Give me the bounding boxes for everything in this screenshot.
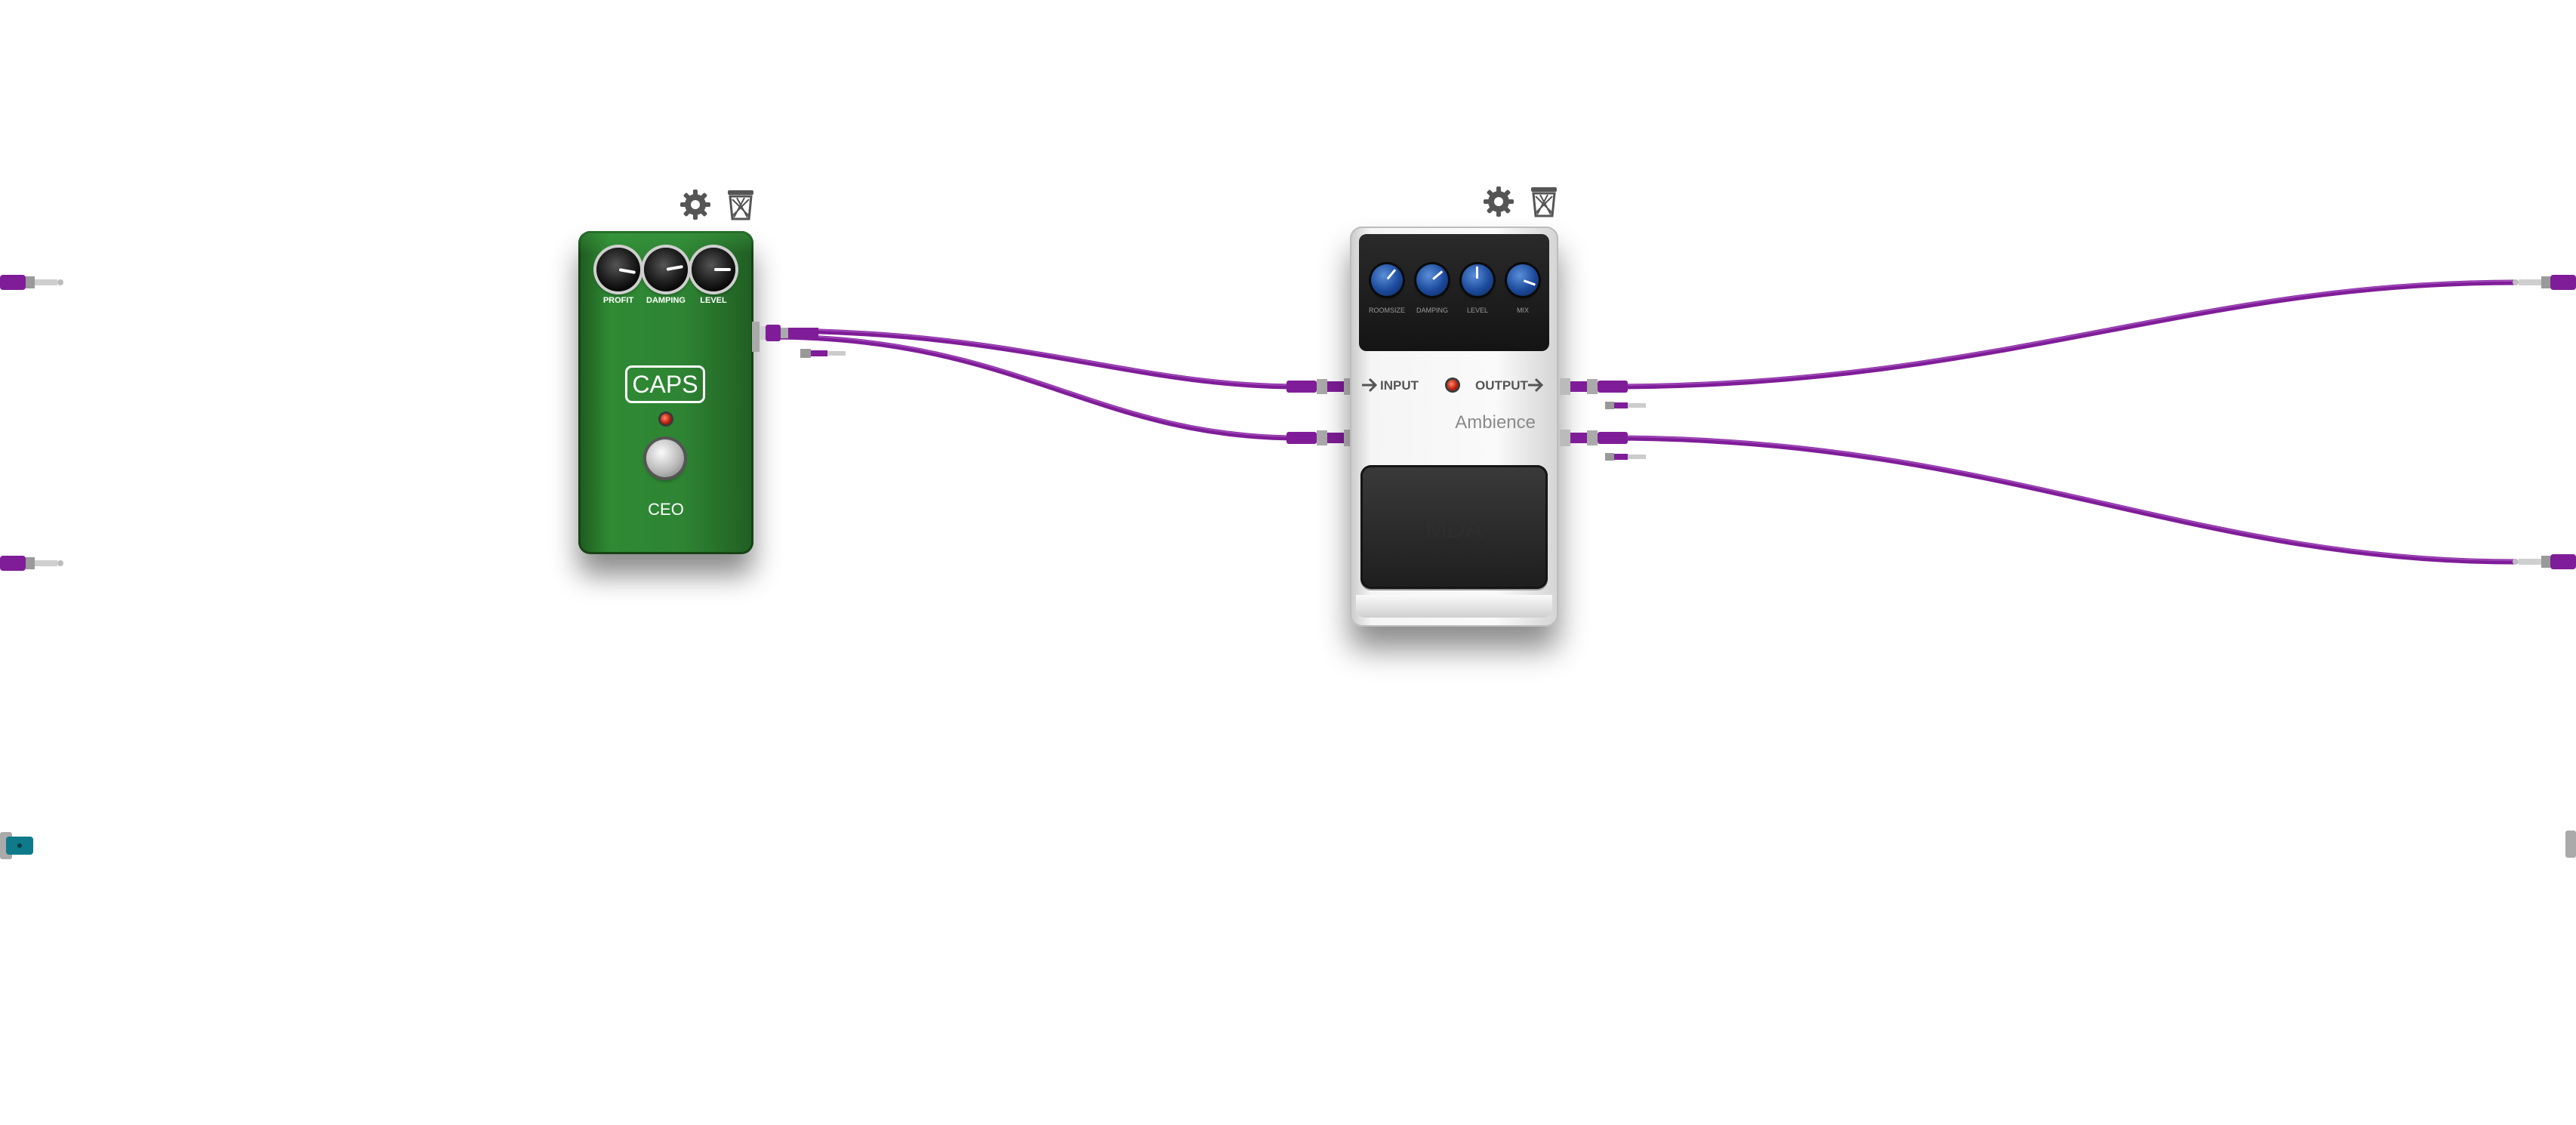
input-arrow-icon [1362,378,1378,393]
roomsize-knob-label: ROOMSIZE [1368,307,1405,314]
cable-mda-left-to-out [1605,279,2517,390]
trash-icon[interactable] [1527,184,1561,219]
caps-led [661,414,671,424]
cable-caps-to-mda-right [767,334,1302,441]
system-midi-out-port[interactable] [2562,828,2576,861]
mix-knob-label: MIX [1516,307,1529,314]
system-playback-1-port[interactable] [2508,269,2576,296]
mda-footswitch[interactable]: MDA [1360,465,1548,589]
mda-control-panel: ROOMSIZE DAMPING LEVEL MIX [1359,234,1549,351]
trash-icon[interactable] [723,187,758,222]
damping-knob-label: DAMPING [1416,307,1448,314]
level-knob[interactable] [692,248,735,291]
input-label: INPUT [1380,378,1419,393]
mda-input-ports[interactable] [1286,374,1356,453]
damping-knob-label: DAMPING [646,296,686,305]
mda-ambience-pedal[interactable]: ROOMSIZE DAMPING LEVEL MIX INPUT OUTPUT … [1350,227,1558,627]
gear-icon[interactable] [1481,184,1516,219]
profit-knob[interactable] [596,248,640,291]
level-knob[interactable] [1462,264,1493,296]
cable-caps-to-mda-left [767,328,1302,390]
output-arrow-icon [1528,378,1544,393]
profit-knob-label: PROFIT [602,296,634,305]
system-capture-2-port[interactable] [0,550,68,577]
cable-mda-right-to-out [1605,435,2517,565]
damping-knob[interactable] [1416,264,1448,296]
caps-output-port[interactable] [752,319,849,361]
caps-plugin-name: CEO [648,500,684,519]
system-playback-2-port[interactable] [2508,548,2576,575]
mda-plugin-name: Ambience [1455,412,1536,433]
caps-logo: CAPS [625,365,705,403]
caps-footswitch[interactable] [646,439,684,477]
gear-icon[interactable] [678,187,713,222]
level-knob-label: LEVEL [1466,307,1489,314]
system-midi-in-port[interactable] [0,829,36,862]
output-label: OUTPUT [1475,378,1528,393]
level-knob-label: LEVEL [700,296,727,305]
roomsize-knob[interactable] [1371,264,1403,296]
caps-pedal[interactable]: PROFIT DAMPING LEVEL CAPS CEO [578,231,753,554]
mda-pad-label: MDA [1425,515,1483,544]
damping-knob[interactable] [644,248,688,291]
mix-knob[interactable] [1507,264,1539,296]
mda-led [1447,380,1458,390]
system-capture-1-port[interactable] [0,269,68,296]
mda-output-ports[interactable] [1560,374,1658,470]
